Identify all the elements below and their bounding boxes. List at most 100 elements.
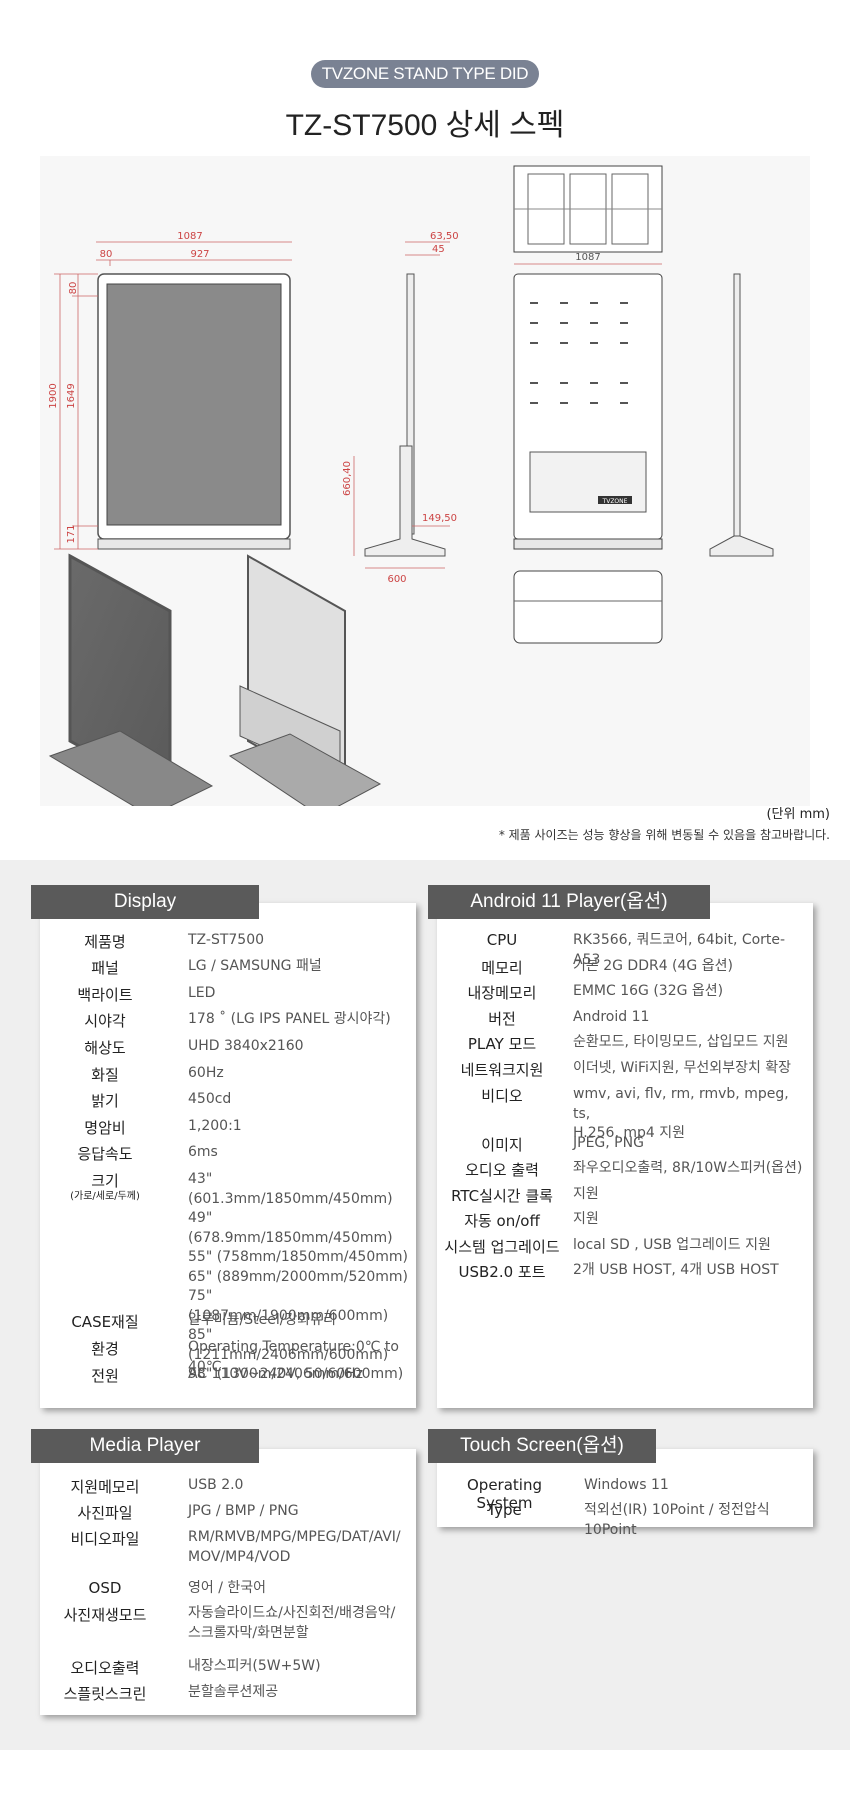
media-row-value: JPG / BMP / PNG <box>188 1503 299 1519</box>
display-row-value: Operating Temperature:0℃ to 40℃ <box>188 1339 399 1375</box>
display-row-value: 6ms <box>188 1144 218 1160</box>
media-row-label: 사진재생모드 <box>63 1606 147 1624</box>
touch-tab: Touch Screen(옵션) <box>428 1429 656 1463</box>
touch-row-value: Windows 11 <box>584 1477 669 1493</box>
media-row-value: 영어 / 한국어 <box>188 1580 267 1596</box>
display-row-value: 60Hz <box>188 1065 224 1081</box>
android-row-label: RTC실시간 클록 <box>451 1187 553 1205</box>
display-row-value: UHD 3840x2160 <box>188 1038 304 1054</box>
dim-depth-top: 63,50 <box>430 231 459 242</box>
media-row-value: 자동슬라이드쇼/사진회전/배경음악/ 스크롤자막/화면분할 <box>188 1605 396 1641</box>
dim-height-screen: 1649 <box>66 383 77 408</box>
android-row-label: USB2.0 포트 <box>458 1263 546 1281</box>
touch-row-label: Operating System <box>467 1476 542 1512</box>
display-row-value: 1,200:1 <box>188 1118 242 1134</box>
page-title: TZ-ST7500 상세 스펙 <box>285 109 565 142</box>
android-row-label: 버전 <box>488 1010 516 1028</box>
android-row-value: JPEG, PNG <box>573 1135 644 1151</box>
android-row-label: 비디오 <box>481 1087 523 1105</box>
display-row-sublabel: (가로/세로/두께) <box>70 1191 140 1202</box>
display-row-label: 환경 <box>91 1340 119 1358</box>
media-row-value: 분할솔루션제공 <box>188 1684 279 1700</box>
display-row-label: 화질 <box>91 1066 119 1084</box>
display-row-label: 응답속도 <box>77 1145 133 1163</box>
android-spec-card <box>437 903 813 1408</box>
display-row-value: AC 110V~240V, 50/60Hz <box>188 1366 364 1382</box>
perspective-front <box>48 553 214 806</box>
touch-row-value: 적외선(IR) 10Point / 정전압식10Point <box>584 1502 770 1538</box>
dim-stand-height: 660,40 <box>342 461 353 496</box>
display-row-value: 178 ˚ (LG IPS PANEL 광시야각) <box>188 1011 391 1027</box>
display-row-label: 명암비 <box>84 1119 126 1137</box>
display-spec-card <box>40 903 416 1408</box>
dim-height-base: 171 <box>66 524 77 543</box>
dim-back-width: 1087 <box>575 252 600 263</box>
dim-bezel: 80 <box>100 249 113 260</box>
display-row-value: 알루미늄/Steel/강화유리 <box>188 1312 336 1328</box>
media-row-label: 오디오출력 <box>70 1659 140 1677</box>
android-row-label: 시스템 업그레이드 <box>444 1238 560 1256</box>
android-row-value: 이더넷, WiFi지원, 무선외부장치 확장 <box>573 1060 792 1076</box>
display-row-label: 크기(가로/세로/두께) <box>40 1170 170 1202</box>
media-row-value: 내장스피커(5W+5W) <box>188 1658 321 1674</box>
android-row-value: RK3566, 쿼드코어, 64bit, Corte-A53 <box>573 932 786 968</box>
display-tab: Display <box>31 885 259 919</box>
back-view: 1087 TVZONE <box>513 252 663 644</box>
dim-depth-top-inner: 45 <box>432 244 445 255</box>
dim-height-top: 80 <box>68 282 79 295</box>
media-row-label: 사진파일 <box>77 1504 133 1522</box>
dim-base-depth: 600 <box>387 574 406 585</box>
display-row-label: 해상도 <box>84 1039 126 1057</box>
top-view <box>513 165 663 253</box>
media-row-value: RM/RMVB/MPG/MPEG/DAT/AVI/ MOV/MP4/VOD <box>188 1529 401 1565</box>
display-row-value: TZ-ST7500 <box>188 932 265 948</box>
perspective-back <box>228 554 382 806</box>
android-row-value: local SD , USB 업그레이드 지원 <box>573 1237 771 1253</box>
display-row-label: 백라이트 <box>77 986 133 1004</box>
touch-row-label: Type <box>487 1501 522 1519</box>
product-badge: TVZONE STAND TYPE DID <box>311 60 539 88</box>
page-footer <box>0 1750 850 1800</box>
technical-drawing: 1087 927 80 80 1900 1649 171 63,50 45 66… <box>40 156 810 806</box>
android-row-label: 네트워크지원 <box>460 1061 544 1079</box>
display-row-value: LG / SAMSUNG 패널 <box>188 958 322 974</box>
media-spec-card <box>40 1449 416 1715</box>
display-row-label: 전원 <box>91 1367 119 1385</box>
display-row-label: 제품명 <box>84 933 126 951</box>
display-row-label: CASE재질 <box>71 1313 139 1331</box>
media-row-label: OSD <box>88 1579 122 1597</box>
android-row-label: 오디오 출력 <box>465 1161 539 1179</box>
android-row-value: 순환모드, 타이밍모드, 삽입모드 지원 <box>573 1034 789 1050</box>
media-row-label: 비디오파일 <box>70 1530 140 1548</box>
android-row-label: CPU <box>486 931 518 949</box>
front-view: 1087 927 80 80 1900 1649 171 <box>48 231 292 550</box>
android-row-label: 메모리 <box>481 959 523 977</box>
android-row-value: wmv, avi, flv, rm, rmvb, mpeg, ts, H.256… <box>573 1086 789 1141</box>
spec-header-section: TVZONE STAND TYPE DID TZ-ST7500 상세 스펙 10… <box>0 0 850 860</box>
media-row-label: 지원메모리 <box>70 1478 140 1496</box>
display-row-label: 밝기 <box>91 1092 119 1110</box>
display-row-label: 패널 <box>91 959 119 977</box>
side-view: 63,50 45 660,40 149,50 600 <box>342 231 459 585</box>
dim-height-total: 1900 <box>48 383 59 408</box>
display-row-label: 시야각 <box>84 1012 126 1030</box>
android-row-value: Android 11 <box>573 1009 650 1025</box>
unit-label: (단위 mm) <box>766 807 830 822</box>
android-row-label: 자동 on/off <box>464 1212 540 1230</box>
dim-width-total: 1087 <box>177 231 202 242</box>
right-side-view <box>709 273 774 557</box>
android-row-value: 좌우오디오출력, 8R/10W스피커(옵션) <box>573 1160 803 1176</box>
android-row-value: 2개 USB HOST, 4개 USB HOST <box>573 1262 779 1278</box>
android-row-label: 이미지 <box>481 1136 523 1154</box>
android-row-value: 기본 2G DDR4 (4G 옵션) <box>573 958 733 974</box>
dim-foot: 149,50 <box>422 513 457 524</box>
display-row-value: 43" (601.3mm/1850mm/450mm) 49" (678.9mm/… <box>188 1171 408 1382</box>
back-logo: TVZONE <box>602 498 628 505</box>
media-row-label: 스플릿스크린 <box>63 1685 147 1703</box>
android-row-label: PLAY 모드 <box>467 1035 537 1053</box>
dim-width-inner: 927 <box>190 249 209 260</box>
media-tab: Media Player <box>31 1429 259 1463</box>
android-tab: Android 11 Player(옵션) <box>428 885 710 919</box>
android-row-value: EMMC 16G (32G 옵션) <box>573 983 724 999</box>
media-row-value: USB 2.0 <box>188 1477 244 1493</box>
